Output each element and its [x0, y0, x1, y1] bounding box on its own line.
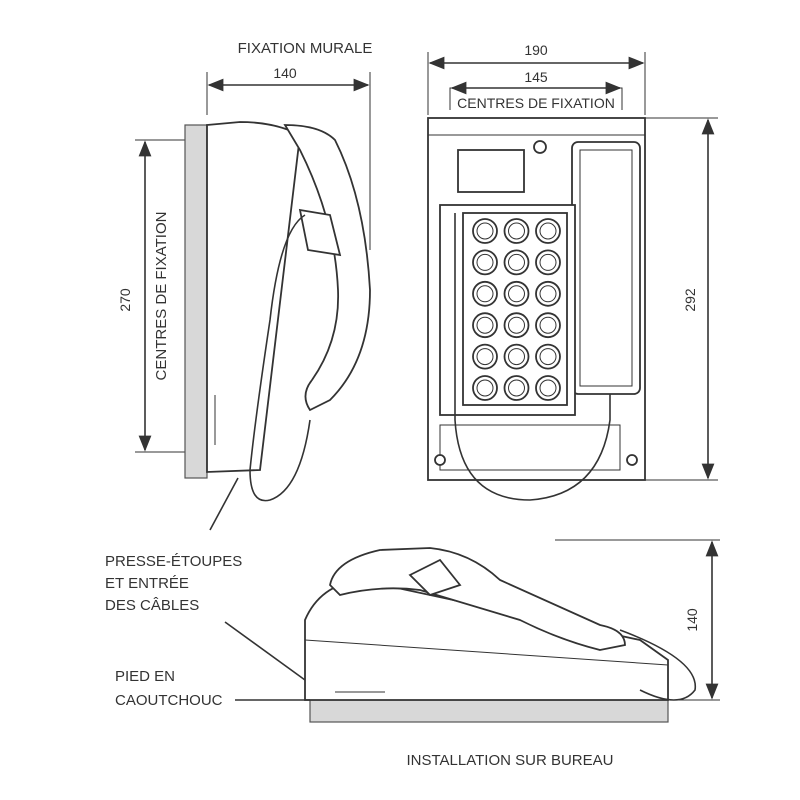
- handset-earpiece: [298, 208, 342, 257]
- glands-leader-desk: [224, 621, 306, 681]
- glands-label-line3: DES CÂBLES: [105, 597, 199, 614]
- display-window: [457, 149, 525, 193]
- front-view: 190 145 CENTRES DE FIXATION 292: [427, 42, 718, 501]
- keypad: [472, 218, 561, 401]
- keypad-button-inner: [508, 316, 525, 334]
- body-line: [304, 639, 669, 666]
- desk-handset-earpiece: [408, 558, 462, 597]
- front-cord: [454, 213, 611, 501]
- wall-width-dim: 140: [273, 65, 297, 81]
- lower-plate: [439, 424, 621, 471]
- keypad-frame: [462, 212, 568, 406]
- desk-caption: INSTALLATION SUR BUREAU: [407, 752, 614, 769]
- keypad-button-inner: [476, 253, 494, 271]
- screw-icon: [626, 454, 638, 466]
- wall-centres-label: CENTRES DE FIXATION: [153, 212, 170, 381]
- callouts: PRESSE-ÉTOUPES ET ENTRÉE DES CÂBLES PIED…: [105, 477, 310, 709]
- desk-handset: [329, 547, 626, 651]
- phone-body-side: [206, 121, 301, 473]
- glands-label-line1: PRESSE-ÉTOUPES: [105, 553, 242, 570]
- keypad-button-inner: [476, 285, 494, 303]
- wall-height-dim: 270: [117, 288, 133, 312]
- handset-inner: [579, 149, 633, 387]
- keypad-button-inner: [508, 285, 525, 303]
- keypad-button-inner: [476, 379, 494, 397]
- keypad-button-inner: [476, 222, 494, 240]
- coiled-cord: [249, 214, 311, 502]
- keypad-button-inner: [539, 253, 557, 271]
- glands-label-line2: ET ENTRÉE: [105, 575, 189, 592]
- keypad-button-inner: [508, 253, 525, 271]
- keypad-button-inner: [508, 222, 525, 240]
- glands-leader-wall: [209, 477, 239, 531]
- handset-side: [283, 124, 371, 412]
- handset-front: [571, 141, 641, 395]
- wall-mount-side-view: FIXATION MURALE 140 270 CENTRES DE FIXAT…: [117, 40, 373, 502]
- screw-icon: [434, 454, 446, 466]
- front-height-dim: 292: [682, 288, 698, 312]
- wall-plate: [184, 124, 208, 479]
- keypad-button-inner: [476, 316, 494, 334]
- centres-width-dim: 145: [524, 69, 548, 85]
- keypad-button-inner: [539, 222, 557, 240]
- rubber-foot: [309, 699, 669, 723]
- keypad-button-inner: [476, 348, 494, 366]
- foot-label-line1: PIED EN: [115, 668, 175, 685]
- keypad-button-inner: [508, 348, 525, 366]
- keypad-button-inner: [539, 285, 557, 303]
- keypad-button-inner: [539, 379, 557, 397]
- front-width-dim: 190: [524, 42, 548, 58]
- front-centres-label: CENTRES DE FIXATION: [457, 95, 615, 111]
- desk-height-dim: 140: [684, 608, 700, 632]
- foot-label-line2: CAOUTCHOUC: [115, 692, 223, 709]
- desk-side-view: 140 INSTALLATION SUR BUREAU: [304, 539, 720, 769]
- wall-view-title: FIXATION MURALE: [238, 40, 373, 57]
- desk-cord: [619, 629, 697, 701]
- screw-icon: [533, 140, 547, 154]
- keypad-button-inner: [539, 348, 557, 366]
- keypad-button-inner: [508, 379, 525, 397]
- keypad-button-inner: [539, 316, 557, 334]
